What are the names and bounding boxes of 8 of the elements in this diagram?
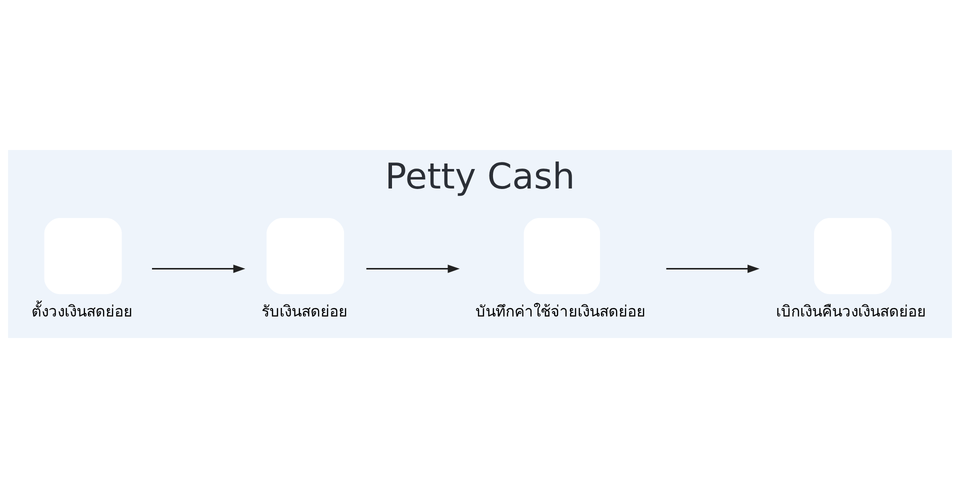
diagram-title: Petty Cash	[385, 156, 575, 198]
node-label: ตั้งวงเงินสดย่อย	[32, 302, 133, 321]
arrow	[152, 264, 246, 273]
node-label: เบิกเงินคืนวงเงินสดย่อย	[776, 302, 926, 321]
arrow	[366, 264, 460, 273]
arrow	[666, 264, 760, 273]
node-label: บันทึกค่าใช้จ่ายเงินสดย่อย	[476, 302, 646, 321]
node-label: รับเงินสดย่อย	[262, 302, 348, 321]
